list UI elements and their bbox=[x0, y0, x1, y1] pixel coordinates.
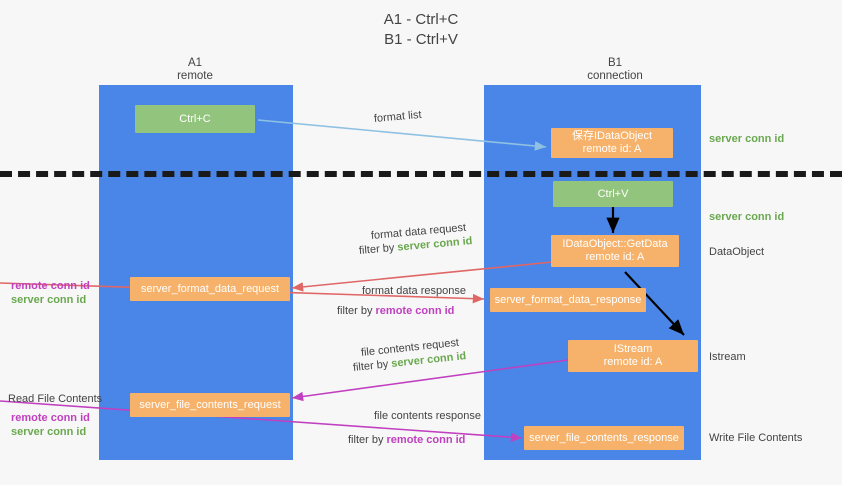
annotation-read-file-contents: Read File Contents bbox=[8, 393, 103, 405]
node-istream[interactable]: IStream remote id: A bbox=[568, 340, 698, 372]
node-ctrl-v-label: Ctrl+V bbox=[597, 187, 629, 200]
filter-by-text-4: filter by bbox=[348, 434, 384, 446]
lane-a1-sub: remote bbox=[177, 70, 213, 82]
lane-a1-name: A1 bbox=[187, 57, 203, 69]
edge-filter-file-contents-response: filter by remote conn id bbox=[348, 434, 465, 446]
node-server-format-data-response[interactable]: server_format_data_response bbox=[490, 288, 646, 312]
node-server-format-data-request[interactable]: server_format_data_request bbox=[130, 277, 290, 301]
node-ctrl-c[interactable]: Ctrl+C bbox=[135, 105, 255, 133]
annotation-istream: Istream bbox=[709, 351, 746, 363]
node-server-file-contents-request-label: server_file_contents_request bbox=[139, 398, 281, 411]
title-line-1: A1 - Ctrl+C bbox=[383, 11, 459, 28]
node-server-format-data-request-label: server_format_data_request bbox=[140, 282, 280, 295]
node-server-format-data-response-label: server_format_data_response bbox=[494, 293, 642, 306]
lane-b1-sub: connection bbox=[587, 70, 643, 82]
edge-filter-format-data-response: filter by remote conn id bbox=[337, 305, 454, 317]
node-server-file-contents-response[interactable]: server_file_contents_response bbox=[524, 426, 684, 450]
diagram-title: A1 - Ctrl+C B1 - Ctrl+V bbox=[0, 10, 842, 50]
node-ctrl-v[interactable]: Ctrl+V bbox=[553, 181, 673, 207]
annotation-dataobject: DataObject bbox=[709, 246, 765, 258]
node-save-idataobject[interactable]: 保存IDataObject remote id: A bbox=[551, 128, 673, 158]
filter-by-text-3: filter by bbox=[352, 358, 389, 374]
node-istream-line1: IStream bbox=[613, 343, 653, 355]
lane-b1-name: B1 bbox=[607, 57, 623, 69]
annotation-write-file-contents: Write File Contents bbox=[709, 432, 803, 444]
lane-header-b1: B1 connection bbox=[535, 57, 695, 83]
annotation-conn-ids-file: remote conn id server conn id bbox=[11, 411, 90, 439]
node-ctrl-c-label: Ctrl+C bbox=[179, 112, 211, 125]
left-server-conn-id-1: server conn id bbox=[11, 294, 87, 306]
filter-by-text-1: filter by bbox=[358, 241, 395, 257]
node-idataobject-getdata[interactable]: IDataObject::GetData remote id: A bbox=[551, 235, 679, 267]
left-remote-conn-id-2: remote conn id bbox=[11, 412, 90, 424]
node-istream-line2: remote id: A bbox=[603, 356, 663, 368]
node-save-idataobject-line2: remote id: A bbox=[582, 143, 642, 155]
node-idataobject-getdata-line1: IDataObject::GetData bbox=[562, 238, 668, 250]
annotation-conn-ids-format: remote conn id server conn id bbox=[11, 279, 90, 307]
left-server-conn-id-2: server conn id bbox=[11, 426, 87, 438]
remote-conn-id-text-2: remote conn id bbox=[386, 434, 466, 446]
filter-by-text-2: filter by bbox=[337, 305, 373, 317]
remote-conn-id-text-1: remote conn id bbox=[375, 305, 455, 317]
annotation-server-conn-id-top: server conn id bbox=[709, 133, 785, 145]
phase-divider-dashed-line bbox=[0, 171, 842, 177]
node-server-file-contents-request[interactable]: server_file_contents_request bbox=[130, 393, 290, 417]
lane-header-a1: A1 remote bbox=[130, 57, 260, 83]
node-idataobject-getdata-line2: remote id: A bbox=[585, 251, 645, 263]
left-remote-conn-id-1: remote conn id bbox=[11, 280, 90, 292]
node-save-idataobject-line1: 保存IDataObject bbox=[571, 130, 653, 142]
edge-label-format-data-response: format data response bbox=[362, 285, 466, 297]
edge-label-format-list: format list bbox=[373, 108, 423, 125]
annotation-server-conn-id-mid: server conn id bbox=[709, 211, 785, 223]
edge-label-file-contents-response: file contents response bbox=[374, 410, 482, 422]
title-line-2: B1 - Ctrl+V bbox=[384, 31, 458, 48]
node-server-file-contents-response-label: server_file_contents_response bbox=[529, 431, 679, 444]
